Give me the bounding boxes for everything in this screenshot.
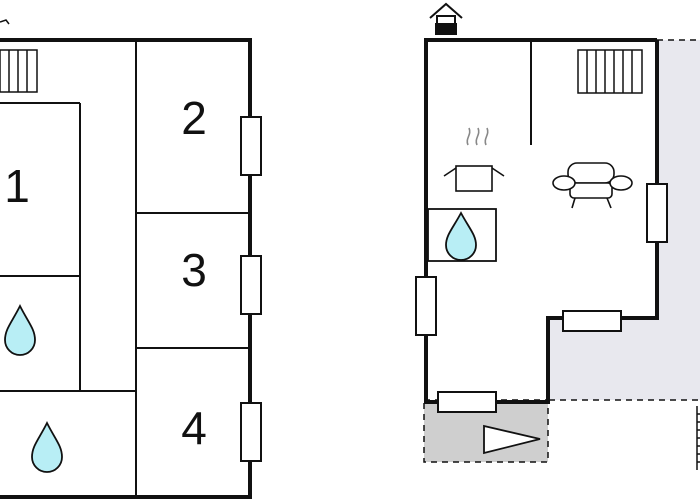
window [562,310,622,332]
sink-icon [427,208,497,262]
left-floor-outer-wall [0,38,252,499]
sofa-icon [552,162,633,209]
room-label-4: 4 [181,402,207,454]
window [415,276,437,336]
window [240,116,262,176]
left-floor: 1 2 3 4 [0,19,262,499]
left-floor-windows [240,116,262,462]
bath-icon [31,420,63,473]
room-label-2: 2 [181,92,207,144]
room-label-3: 3 [181,244,207,296]
window [240,255,262,315]
room-label-1: 1 [4,160,30,212]
left-floor-partitions [0,40,250,497]
right-floor [415,2,700,470]
house-icon [0,19,10,25]
right-floor-outer-wall [424,38,659,404]
terrace-border [549,39,700,401]
house-icon [429,2,463,35]
right-floor-windows [415,183,668,413]
window [240,402,262,462]
heater-icon [0,49,38,93]
window [646,183,668,243]
heater-icon [577,49,643,94]
window [437,391,497,413]
terrace [549,40,700,400]
cooking-pot-icon [443,127,505,192]
shower-icon [4,303,36,356]
entrance-arrow-icon [483,424,541,455]
